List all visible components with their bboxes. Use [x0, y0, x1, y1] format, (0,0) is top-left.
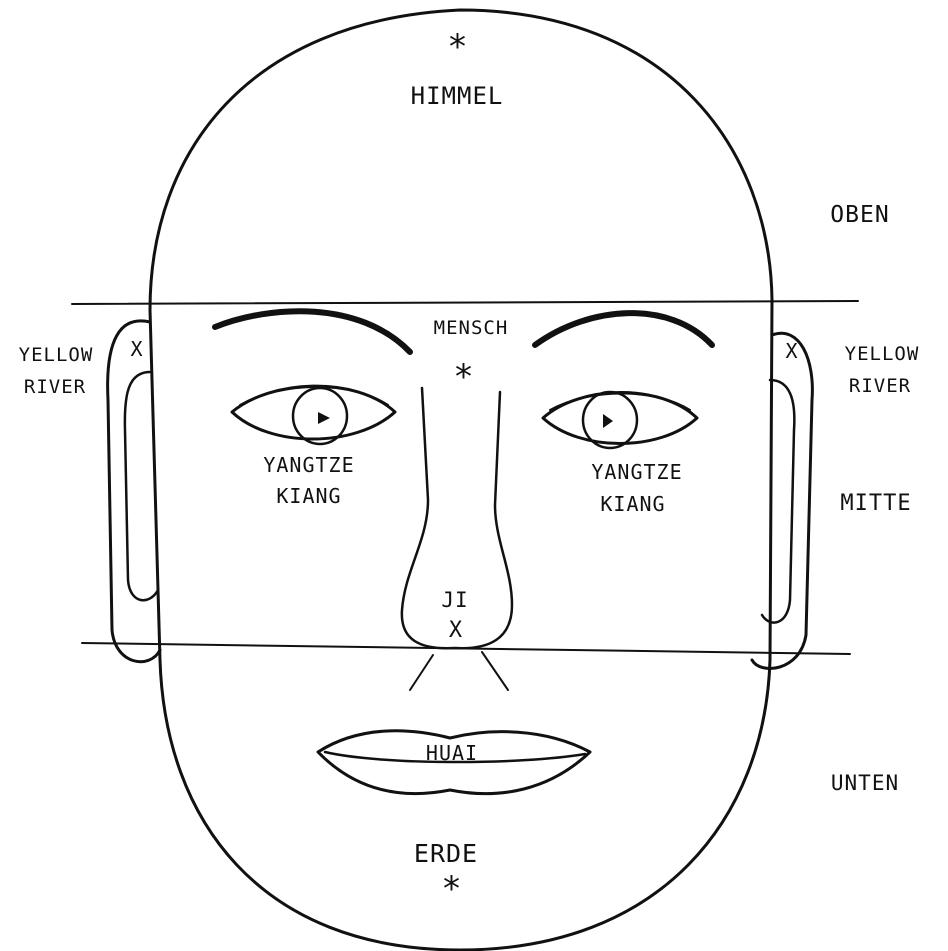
label-unten: UNTEN: [831, 771, 899, 795]
ji-mark: X: [449, 618, 463, 643]
star-himmel: *: [447, 27, 468, 67]
star-erde: *: [441, 869, 462, 909]
label-yellow-left-1: YELLOW: [19, 344, 94, 366]
pupil-left: [318, 412, 330, 424]
label-mitte: MITTE: [840, 491, 911, 516]
ear-mark-left: X: [130, 337, 143, 361]
label-yellow-left-2: RIVER: [24, 376, 86, 398]
label-ji: JI: [441, 588, 468, 612]
mouth-line-right: [482, 652, 508, 690]
label-yellow-right-1: YELLOW: [845, 343, 920, 365]
eyebrow-right: [535, 313, 712, 345]
eyebrow-left: [215, 311, 410, 352]
ear-right-inner: [762, 380, 794, 623]
label-mensch: MENSCH: [434, 317, 509, 339]
star-mensch: *: [453, 357, 474, 397]
eye-left: [232, 386, 395, 439]
label-huai: HUAI: [426, 741, 478, 765]
label-yangtze-right-1: YANGTZE: [591, 460, 682, 484]
label-yangtze-left-1: YANGTZE: [263, 453, 354, 477]
label-himmel: HIMMEL: [411, 82, 504, 110]
upper-divider-line: [72, 301, 858, 304]
label-yangtze-right-2: KIANG: [600, 492, 665, 516]
mouth-line-left: [410, 655, 433, 690]
label-erde: ERDE: [414, 839, 478, 868]
label-yangtze-left-2: KIANG: [276, 484, 341, 508]
eye-right: [543, 392, 697, 443]
pupil-right: [603, 414, 613, 428]
label-oben: OBEN: [830, 202, 889, 228]
ear-mark-right: X: [785, 339, 798, 363]
label-yellow-right-2: RIVER: [849, 375, 911, 397]
